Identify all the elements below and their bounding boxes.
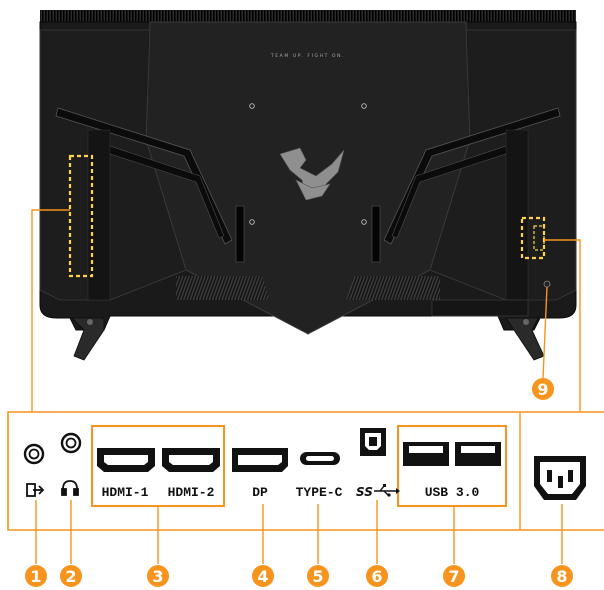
callout-3: 3 <box>147 565 169 587</box>
hdmi2-label: HDMI-2 <box>168 485 215 500</box>
superspeed-label: SS <box>356 485 373 499</box>
line-out-icon <box>26 483 45 497</box>
headphone-jack <box>60 432 82 454</box>
vesa-hole <box>361 103 367 109</box>
left-port-highlight <box>68 154 94 278</box>
hdmi1-label: HDMI-1 <box>102 485 149 500</box>
callout-2: 2 <box>60 565 82 587</box>
hdmi2-port <box>162 448 220 472</box>
monitor-slogan: TEAM UP. FIGHT ON. <box>270 53 345 59</box>
usb-label: USB 3.0 <box>425 485 480 500</box>
leader-lines <box>31 209 581 412</box>
type-c-label: TYPE-C <box>296 485 343 500</box>
usb-downstream-port-1 <box>403 442 449 466</box>
callout-8: 8 <box>551 565 573 587</box>
headphone-icon <box>61 480 79 496</box>
svg-text:2: 2 <box>65 567 76 586</box>
svg-text:7: 7 <box>448 567 459 586</box>
vesa-hole <box>361 219 367 225</box>
callout-4: 4 <box>252 565 274 587</box>
power-inlet <box>534 456 586 500</box>
usb-downstream-port-2 <box>455 442 501 466</box>
svg-text:9: 9 <box>537 380 548 399</box>
usb-upstream-port <box>360 428 386 456</box>
svg-text:3: 3 <box>152 567 163 586</box>
eagle-logo-icon <box>279 147 345 201</box>
callout-5: 5 <box>307 565 329 587</box>
kensington-lock <box>543 280 551 288</box>
monitor-back: TEAM UP. FIGHT ON. <box>39 10 577 361</box>
callout-1: 1 <box>25 565 47 587</box>
usb-group-box <box>397 425 507 507</box>
dp-label: DP <box>252 485 268 500</box>
line-out-jack <box>23 443 45 465</box>
svg-text:1: 1 <box>30 567 41 586</box>
port-detail-panel <box>7 411 604 531</box>
type-c-port <box>300 452 340 465</box>
displayport-port <box>232 448 288 472</box>
svg-text:6: 6 <box>371 567 382 586</box>
callout-6: 6 <box>366 565 388 587</box>
callout-7: 7 <box>443 565 465 587</box>
usb-icon <box>374 484 400 497</box>
svg-text:8: 8 <box>556 567 567 586</box>
hdmi1-port <box>97 448 155 472</box>
callout-9: 9 <box>532 378 554 400</box>
vesa-hole <box>249 103 255 109</box>
left-stand-foot <box>71 317 105 361</box>
svg-text:5: 5 <box>312 567 323 586</box>
vesa-hole <box>249 219 255 225</box>
callout-lines <box>35 500 563 564</box>
svg-text:4: 4 <box>257 567 268 586</box>
top-vent <box>40 10 576 24</box>
